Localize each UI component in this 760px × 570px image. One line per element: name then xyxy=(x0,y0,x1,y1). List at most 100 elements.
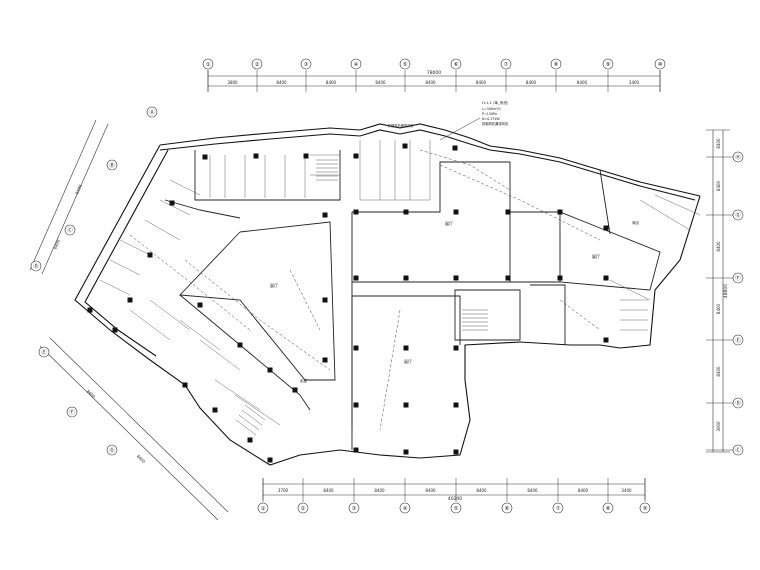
column xyxy=(452,145,458,151)
bottom-axis-6-label: ⑥ xyxy=(505,506,510,512)
column xyxy=(247,437,253,443)
bottom-total-dimension: 40200 xyxy=(448,496,462,502)
column xyxy=(453,209,459,215)
column xyxy=(292,387,298,393)
bottom-segment-dim: 8400 xyxy=(527,488,538,493)
stair-hatching xyxy=(235,159,488,436)
left-axis-6: Ⓕ xyxy=(66,406,78,418)
bottom-segment-dim: 8400 xyxy=(578,488,589,493)
right-total-dimension: 48800 xyxy=(723,284,729,298)
column xyxy=(112,327,118,333)
right-axis-1: Ⓗ xyxy=(732,151,744,163)
right-axis-5-label: Ⓓ xyxy=(735,399,741,407)
column xyxy=(267,367,273,373)
column xyxy=(87,307,93,313)
right-axis-5: Ⓓ xyxy=(732,397,744,409)
right-axis-bubbles: Ⓗ Ⓖ Ⓕ Ⓔ Ⓓ Ⓒ 8400 8400 8400 8400 8400 3000 xyxy=(706,138,744,456)
bottom-axis-6: ⑥ xyxy=(501,502,513,514)
column xyxy=(403,345,409,351)
top-segment-dim: 8400 xyxy=(326,80,337,85)
note-line-1: L=300m³/h xyxy=(482,107,501,111)
right-axis-6-label: Ⓒ xyxy=(735,446,741,454)
bottom-axis-4: ④ xyxy=(399,502,411,514)
room-label-main-hall-a: 展厅 xyxy=(445,220,453,226)
left-axis-5: Ⓔ xyxy=(38,346,50,358)
right-axis-2-label: Ⓖ xyxy=(735,211,741,219)
bottom-axis-5-label: ⑤ xyxy=(454,506,459,512)
right-axis-3: Ⓕ xyxy=(732,272,744,284)
column xyxy=(353,402,359,408)
top-axis-6-label: ⑥ xyxy=(454,62,459,68)
column xyxy=(353,209,359,215)
right-axis-6: Ⓒ xyxy=(732,444,744,456)
left-dimension-chain xyxy=(29,119,229,521)
left-segment-dim: 8400 xyxy=(52,238,61,250)
top-axis-5-label: ⑤ xyxy=(403,62,408,68)
left-axis-2-label: Ⓑ xyxy=(109,161,115,169)
column xyxy=(403,275,409,281)
column xyxy=(322,212,328,218)
column xyxy=(453,402,459,408)
right-segment-dim: 8400 xyxy=(716,366,721,377)
left-segment-dim: 8400 xyxy=(74,183,83,195)
interior-walls xyxy=(164,150,661,450)
column xyxy=(169,200,175,206)
left-axis-3: Ⓒ xyxy=(64,224,76,236)
top-axis-8-label: ⑧ xyxy=(554,62,559,68)
right-axis-3-label: Ⓕ xyxy=(735,274,741,282)
callout-top: 排烟风机兼排风机 xyxy=(388,123,414,128)
bottom-axis-7-label: ⑦ xyxy=(556,505,561,512)
column xyxy=(353,275,359,281)
bottom-segment-dim: 3400 xyxy=(621,488,632,493)
column xyxy=(603,337,609,343)
top-axis-2: ② xyxy=(251,58,263,70)
right-axis-4-label: Ⓔ xyxy=(735,336,741,344)
bottom-axis-7: ⑦ xyxy=(552,502,564,514)
bottom-axis-9: ⑨ xyxy=(639,502,651,514)
left-axis-3-label: Ⓒ xyxy=(67,226,73,234)
column xyxy=(453,449,459,455)
top-segment-dim: 8400 xyxy=(276,80,287,85)
top-axis-3-label: ③ xyxy=(304,62,309,68)
top-axis-5: ⑤ xyxy=(399,58,411,70)
bottom-axis-5: ⑤ xyxy=(450,502,462,514)
room-label-shop: 商店 xyxy=(632,220,640,225)
column xyxy=(322,297,328,303)
top-axis-1: ① xyxy=(202,58,214,70)
duct-runs xyxy=(129,149,601,431)
top-axis-10: ⑩ xyxy=(654,58,666,70)
left-axis-6-label: Ⓕ xyxy=(69,408,75,416)
column xyxy=(353,153,359,159)
column xyxy=(237,342,243,348)
bottom-axis-8-label: ⑧ xyxy=(606,506,611,512)
right-segment-dim: 8400 xyxy=(716,138,721,149)
left-axis-4-label: Ⓓ xyxy=(33,262,39,270)
left-axis-4: Ⓓ xyxy=(30,260,42,272)
column xyxy=(267,457,273,463)
top-segment-dim: 8400 xyxy=(577,80,588,85)
right-segment-dim: 8400 xyxy=(716,180,721,191)
top-axis-2-label: ② xyxy=(255,61,260,68)
right-segment-dim: 3000 xyxy=(716,421,721,432)
column xyxy=(557,275,563,281)
top-total-dimension: 78000 xyxy=(427,70,441,76)
column xyxy=(402,143,408,149)
top-axis-4: ④ xyxy=(350,58,362,70)
room-label-main-hall-c: 展厅 xyxy=(404,358,412,364)
bottom-segment-dim: 8400 xyxy=(374,488,385,493)
bottom-segment-dim: 3700 xyxy=(278,488,289,493)
top-axis-8: ⑧ xyxy=(550,58,562,70)
bottom-segment-dim: 8400 xyxy=(425,488,436,493)
left-segment-dim: 8400 xyxy=(136,454,147,465)
right-dimension-chain xyxy=(706,129,730,453)
column xyxy=(403,209,409,215)
bottom-segment-dim: 8400 xyxy=(476,488,487,493)
right-segment-dim: 8400 xyxy=(716,303,721,314)
right-segment-dim: 8400 xyxy=(716,241,721,252)
column xyxy=(603,225,609,231)
room-labels: 展厅 展厅 展厅 展厅 走廊 商店 xyxy=(270,220,640,383)
top-segment-dim: 8400 xyxy=(375,80,386,85)
top-axis-6: ⑥ xyxy=(450,58,462,70)
